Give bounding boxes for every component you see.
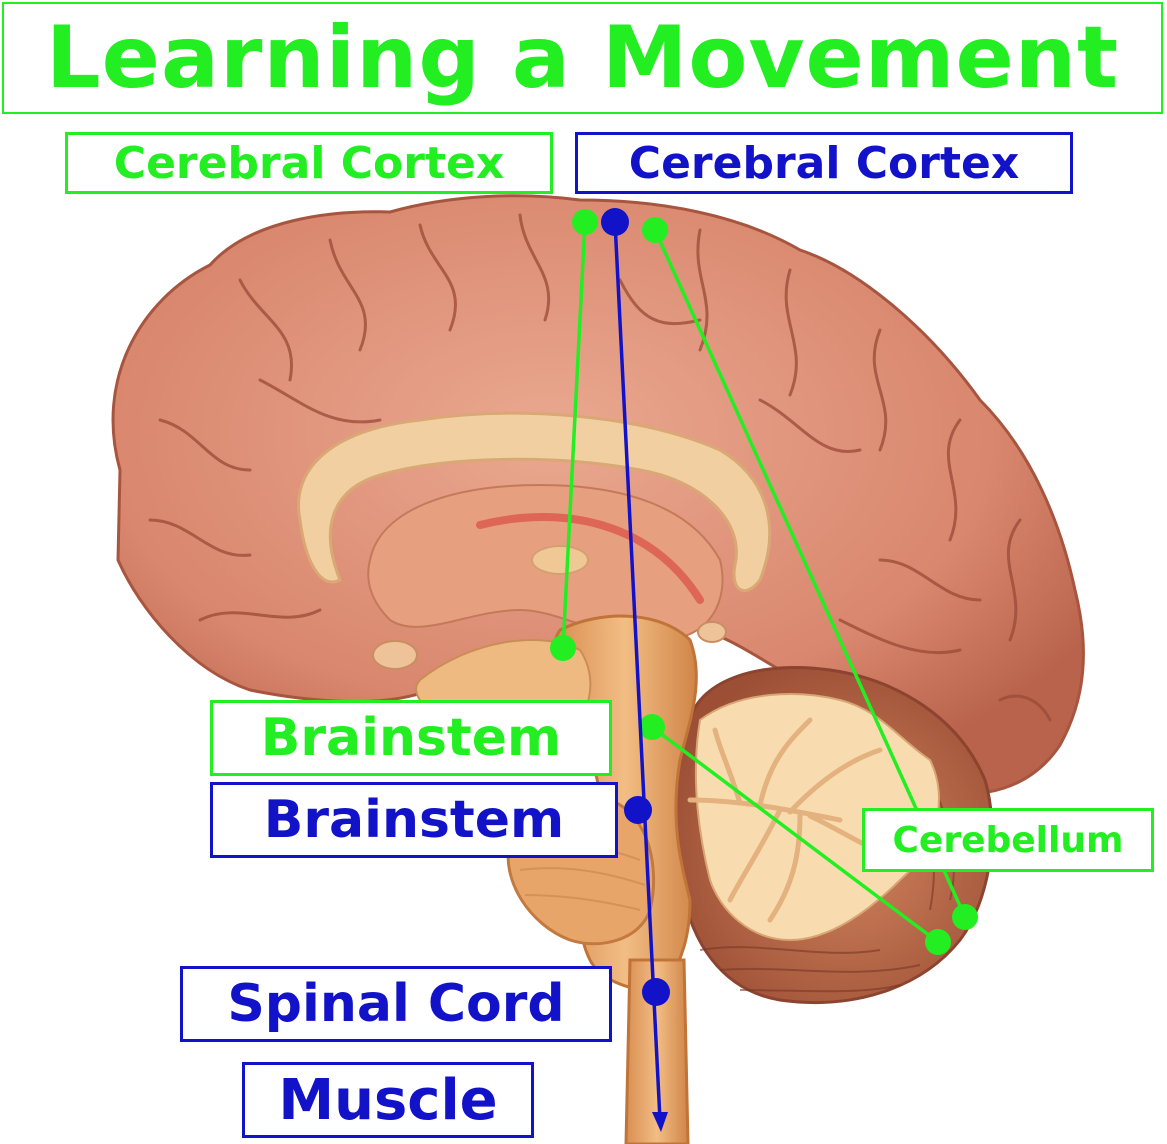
blue-pathway-nodes	[601, 208, 670, 1006]
label-cerebellum-green: Cerebellum	[862, 808, 1154, 872]
arbor-branches	[687, 717, 903, 923]
label-brainstem-blue: Brainstem	[210, 782, 618, 858]
corpus-callosum	[297, 411, 772, 593]
label-spinal-cord-blue: Spinal Cord	[180, 966, 612, 1042]
blue-pathway-line	[613, 221, 668, 1132]
green-pathway-lines	[561, 221, 967, 944]
page-title: Learning a Movement	[2, 2, 1163, 114]
green-pathway-nodes	[550, 209, 978, 955]
label-brainstem-green: Brainstem	[210, 700, 612, 776]
label-muscle-blue: Muscle	[242, 1062, 534, 1138]
sulci-lines	[148, 213, 1052, 722]
arrow-down-icon	[652, 1112, 668, 1132]
label-cerebral-cortex-blue: Cerebral Cortex	[575, 132, 1073, 194]
label-cerebral-cortex-green: Cerebral Cortex	[65, 132, 553, 194]
